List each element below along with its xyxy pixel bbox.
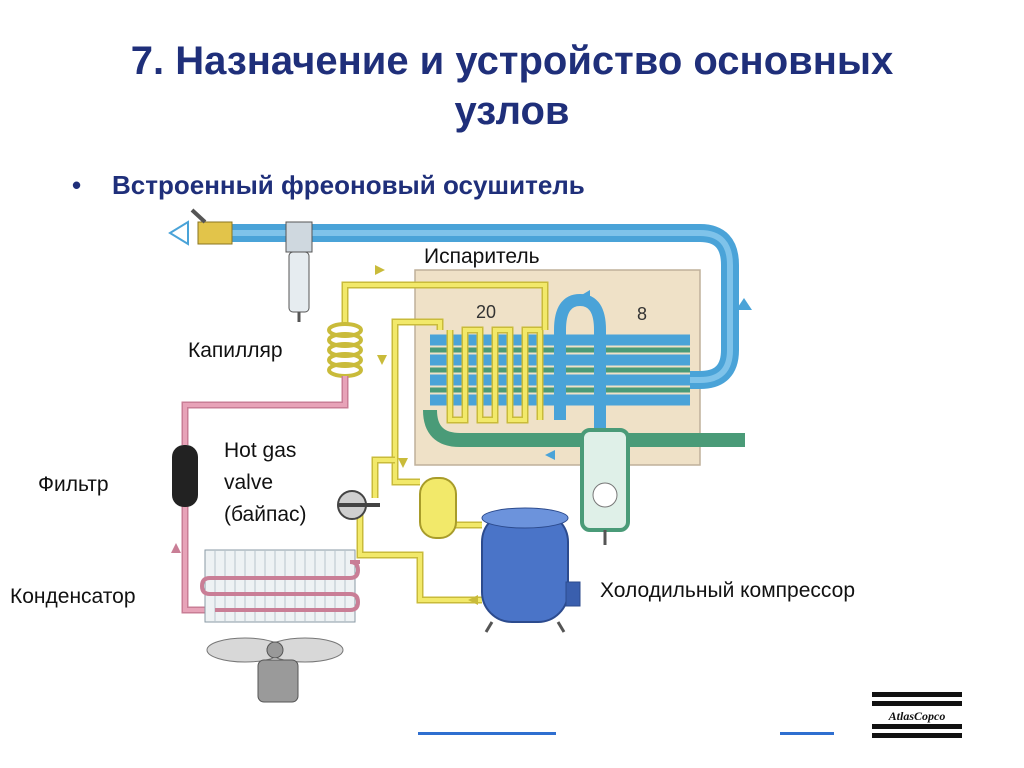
freon-arrow-icon	[375, 265, 385, 275]
slide-title-line-1: 7. Назначение и устройство основных	[130, 39, 894, 83]
liquid-receiver	[419, 477, 457, 539]
evaporator-air-arrow-icon	[580, 290, 590, 302]
flow-arrow-icon	[545, 450, 555, 460]
freon-down-arrow-icon	[377, 355, 387, 365]
bullet-dot: •	[72, 170, 82, 200]
inlet-temperature: 20	[476, 302, 496, 322]
logo-wordmark: AtlasCopco	[888, 709, 946, 723]
footer-divider-right	[780, 732, 834, 735]
valve-handle	[190, 208, 207, 224]
suction-arrow-icon	[468, 595, 478, 605]
outlet-valve	[197, 221, 233, 245]
refrigeration-compressor	[481, 507, 581, 633]
air-up-arrow-icon	[736, 298, 752, 310]
bullet-item: • Встроенный фреоновый осушитель	[72, 168, 585, 202]
condenser-label: Конденсатор	[10, 585, 136, 608]
condensate-separator	[580, 428, 630, 532]
liquid-up-arrow-icon	[171, 543, 181, 553]
condenser-fan	[206, 637, 344, 663]
drain-float	[592, 482, 618, 508]
liquid-line-outline	[181, 376, 349, 445]
separator-air-column	[554, 293, 606, 470]
filter-label: Фильтр	[38, 473, 109, 496]
liquid-line	[183, 376, 347, 445]
footer-divider-left	[418, 732, 556, 735]
outlet-filter-bowl	[288, 251, 310, 313]
condenser-coil	[199, 549, 361, 623]
compressor-label: Холодильный компрессор	[600, 579, 855, 602]
slide-title: 7. Назначение и устройство основных узло…	[60, 36, 964, 136]
filter-drier	[172, 445, 198, 507]
cold-air-line	[423, 409, 745, 447]
capillary-label: Капилляр	[188, 339, 283, 362]
fan-motor	[257, 659, 299, 703]
hot-gas-valve-label-line-2: valve	[224, 471, 274, 494]
capillary-coil	[327, 322, 363, 378]
outlet-filter-head	[285, 221, 313, 253]
dewpoint-temperature: 8	[637, 304, 647, 324]
evaporator-label: Испаритель	[424, 245, 540, 268]
atlas-copco-logo: AtlasCopco	[872, 692, 962, 738]
bullet-text: Встроенный фреоновый осушитель	[112, 170, 585, 200]
air-outlet-pipe-highlight	[232, 230, 733, 383]
hot-gas-valve-label-line-3: (байпас)	[224, 503, 307, 526]
freon-down-arrow-icon	[398, 458, 408, 468]
air-outlet-arrow-icon	[168, 220, 189, 246]
evaporator-freon-coil	[448, 328, 542, 422]
hot-gas-valve-label-line-1: Hot gas	[224, 439, 297, 462]
slide-title-line-2: узлов	[454, 89, 570, 133]
